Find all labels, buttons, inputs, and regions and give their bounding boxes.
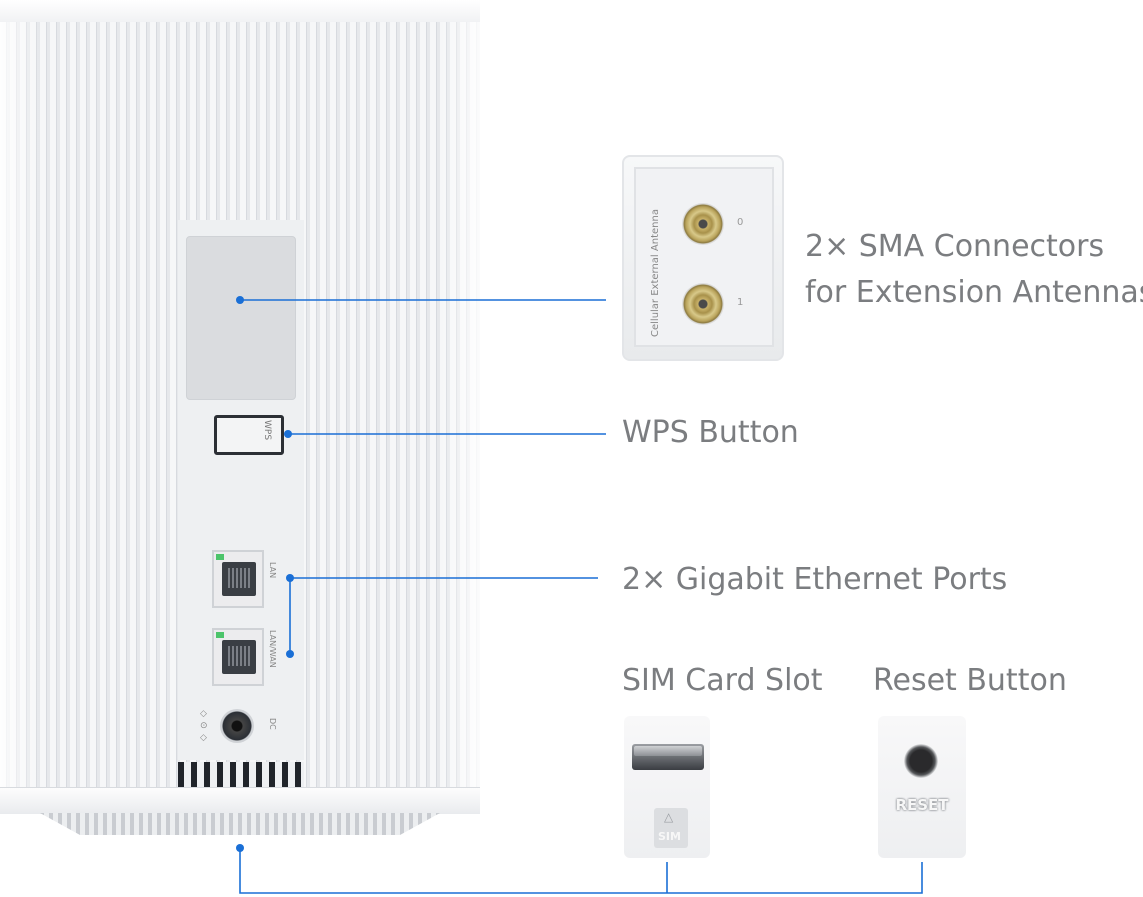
lan-port-led	[216, 554, 224, 560]
sma-label-line2: for Extension Antennas	[805, 275, 1143, 310]
bottom-callout-line	[239, 848, 923, 894]
sma-marking-0: 0	[737, 217, 744, 228]
sma-connectors-closeup: Cellular External Antenna 0 1	[622, 155, 784, 361]
sim-marking: SIM	[658, 830, 681, 843]
lan-wan-marking: LAN/WAN	[268, 630, 277, 668]
sim-label: SIM Card Slot	[622, 663, 823, 698]
lan-marking: LAN	[268, 562, 277, 579]
reset-label: Reset Button	[873, 663, 1067, 698]
lan-port[interactable]	[212, 550, 264, 608]
reset-button-closeup: RESET	[878, 716, 966, 858]
sma-marking-1: 1	[737, 297, 744, 308]
ethernet-label: 2× Gigabit Ethernet Ports	[622, 562, 1008, 597]
bottom-callout-dot	[236, 844, 244, 852]
wps-label: WPS Button	[622, 415, 799, 450]
sma-connector-1[interactable]	[682, 283, 724, 325]
rj45-jack-icon	[222, 640, 256, 674]
antenna-cover[interactable]	[186, 236, 296, 400]
eject-arrow-icon: △	[664, 810, 674, 824]
sim-slot-closeup: △ SIM	[624, 716, 710, 858]
dc-marking: DC	[268, 718, 277, 730]
router-rear-view: WPS LAN LAN/WAN ◇⊙◇ DC	[0, 0, 480, 840]
power-polarity-icon: ◇⊙◇	[200, 709, 208, 743]
lan-wan-port[interactable]	[212, 628, 264, 686]
reset-marking: RESET	[895, 796, 949, 814]
sim-card-slot[interactable]	[632, 744, 704, 770]
dc-power-jack[interactable]	[220, 709, 254, 743]
lan-wan-port-led	[216, 632, 224, 638]
wps-marking: WPS	[262, 420, 272, 441]
sma-connector-0[interactable]	[682, 203, 724, 245]
sim-badge: △ SIM	[654, 808, 688, 848]
antenna-panel-marking: Cellular External Antenna	[650, 209, 661, 337]
sma-label-line1: 2× SMA Connectors	[805, 229, 1105, 264]
device-top-cap	[0, 0, 480, 23]
device-bottom-band	[0, 787, 480, 814]
bottom-vents	[178, 762, 304, 787]
wps-button[interactable]	[214, 415, 284, 455]
rj45-jack-icon	[222, 562, 256, 596]
reset-button[interactable]	[904, 744, 938, 778]
device-base	[40, 813, 440, 835]
